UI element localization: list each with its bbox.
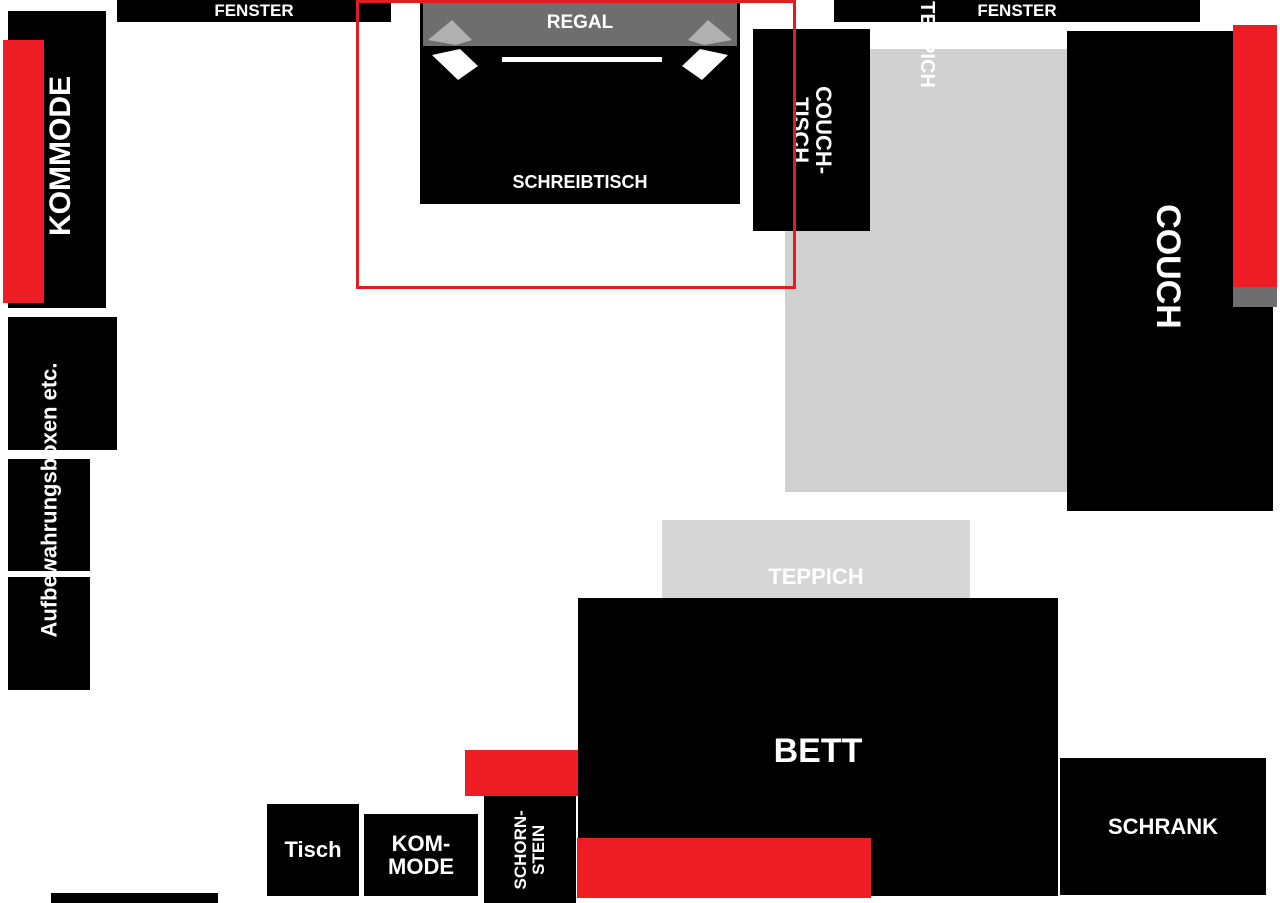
highlight-area	[356, 0, 796, 289]
shelf: REGAL	[423, 0, 737, 46]
storage-box-3	[8, 577, 90, 690]
table-label: Tisch	[284, 837, 342, 862]
coffee-table: COUCH- TISCH	[753, 29, 870, 231]
shelf-label: REGAL	[546, 12, 614, 33]
dresser-bottom: KOM- MODE	[364, 814, 478, 896]
couch-armrest	[1233, 287, 1277, 307]
left-speaker-icon	[432, 49, 478, 80]
wardrobe-label: SCHRANK	[1108, 813, 1218, 839]
right-speaker-icon	[682, 49, 728, 80]
bed-label: BETT	[773, 732, 863, 770]
desk-label: SCHREIBTISCH	[512, 172, 648, 192]
dresser-left-label: KOMMODE	[44, 75, 77, 236]
left-speaker-top-icon	[428, 20, 472, 45]
chimney-label: SCHORN- STEIN	[511, 809, 548, 890]
keyboard-icon	[502, 57, 662, 62]
bottom-left-furniture	[51, 893, 218, 903]
storage-box-2	[8, 459, 90, 571]
window-left-label: FENSTER	[214, 1, 294, 20]
right-speaker-top-icon	[688, 20, 732, 45]
dresser-left-accent	[3, 40, 44, 303]
rug-middle-label: TEPPICH	[768, 564, 864, 589]
chimney-top	[465, 750, 578, 796]
dresser-bottom-label: KOM- MODE	[388, 830, 454, 879]
rug-middle: TEPPICH	[662, 520, 970, 600]
rug-right-label: TEPPICH	[916, 1, 938, 88]
window-right-label: FENSTER	[977, 1, 1057, 20]
desk-decorations	[428, 20, 732, 80]
bed-headboard	[577, 838, 871, 898]
couch-backrest	[1233, 25, 1277, 287]
window-right: FENSTER	[834, 0, 1200, 22]
storage-boxes-label-wrap: Aufbewahrungsboxen etc.	[8, 340, 92, 660]
couch-label: COUCH	[1148, 203, 1187, 329]
storage-box-1	[8, 317, 117, 450]
wardrobe: SCHRANK	[1060, 758, 1266, 895]
storage-boxes-label: Aufbewahrungsboxen etc.	[37, 362, 63, 638]
window-left: FENSTER	[117, 0, 391, 22]
chimney: SCHORN- STEIN	[484, 796, 576, 903]
table: Tisch	[267, 804, 359, 896]
